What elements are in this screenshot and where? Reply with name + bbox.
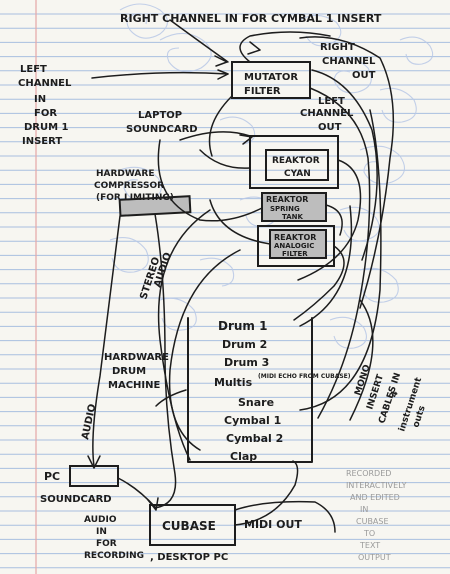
compressor-to-pc-audio xyxy=(92,215,121,467)
svg-text:IN: IN xyxy=(360,505,368,514)
reaktor-spring-label-3: TANK xyxy=(282,213,304,221)
ruled-lines xyxy=(0,13,450,569)
left-channel-label-1: LEFT xyxy=(20,64,47,75)
laptop-to-spring xyxy=(157,139,263,222)
cubase-label: CUBASE xyxy=(162,519,216,533)
drum-output-item: Drum 2 xyxy=(222,338,267,351)
svg-text:TO: TO xyxy=(363,529,375,538)
drum-output-item: Clap xyxy=(230,450,257,463)
mutator-label: MUTATOR xyxy=(244,72,298,83)
mutator-return-line xyxy=(239,31,331,63)
svg-text:TEXT: TEXT xyxy=(359,541,380,550)
right-channel-out-label-1: RIGHT xyxy=(320,42,355,53)
right-channel-out-label-3: OUT xyxy=(352,70,376,81)
hw-compressor-label-3: (FOR LIMITING) xyxy=(96,193,174,203)
audio-in-label-4: RECORDING xyxy=(84,551,144,561)
insert-cables-brace xyxy=(349,299,374,421)
drum-output-item: Snare xyxy=(238,396,274,409)
cymbal1-to-loop xyxy=(299,109,382,411)
drum-machine-outputs-box xyxy=(187,317,313,463)
drum-output-item: Drum 3 xyxy=(224,356,269,369)
right-channel-out-line xyxy=(311,69,378,261)
reaktor-analogic-label-2: ANALOGIC xyxy=(274,242,314,250)
mutator-filter-box xyxy=(231,61,311,99)
audio-in-label-3: FOR xyxy=(96,539,117,549)
top-loop-line xyxy=(299,36,395,309)
laptop-to-cyan-2 xyxy=(199,149,251,169)
left-channel-out-line xyxy=(309,87,371,419)
right-channel-in-label: RIGHT CHANNEL IN FOR CYMBAL 1 INSERT xyxy=(120,12,382,25)
filter-label: FILTER xyxy=(244,86,281,97)
reaktor-cyan-label-1: REAKTOR xyxy=(272,156,320,166)
reaktor-cyan-label-2: CYAN xyxy=(284,169,311,179)
audio-in-label-1: AUDIO xyxy=(84,515,117,525)
midi-echo-note: (MIDI ECHO FROM CUBASE) xyxy=(258,373,351,380)
laptop-label: LAPTOP xyxy=(138,110,182,121)
desktop-pc-label: , DESKTOP PC xyxy=(150,552,228,563)
hw-drum-label-3: MACHINE xyxy=(108,380,160,391)
drum-machine-pointer xyxy=(155,389,187,407)
laptop-to-cyan xyxy=(179,131,251,141)
drum-outputs-list: Drum 1 Drum 2 Drum 3 Multis Snare Cymbal… xyxy=(214,319,351,463)
laptop-to-analogic xyxy=(209,199,271,245)
drum-output-item: Multis xyxy=(214,376,253,389)
signal-lines xyxy=(87,19,395,533)
midi-out-label: MIDI OUT xyxy=(244,518,302,531)
left-channel-label-4: FOR xyxy=(34,108,57,119)
svg-text:OUTPUT: OUTPUT xyxy=(358,553,391,562)
left-channel-label-5: DRUM 1 xyxy=(24,122,69,133)
reaktor-analogic-label-1: REAKTOR xyxy=(274,233,316,242)
analogic-return xyxy=(293,245,345,321)
reaktor-cyan-box xyxy=(265,149,329,181)
audio-in-label-2: IN xyxy=(96,527,107,537)
soundcard-label: SOUNDCARD xyxy=(126,124,198,135)
reaktor-spring-tank-box xyxy=(261,192,327,222)
reaktor-spring-label-2: SPRING xyxy=(270,205,300,213)
drum1-to-loop xyxy=(299,205,353,327)
pc-label: PC xyxy=(44,470,60,483)
left-channel-out-label-3: OUT xyxy=(318,122,342,133)
node-labels: MUTATOR FILTER REAKTOR CYAN REAKTOR SPRI… xyxy=(162,72,320,533)
svg-text:RECORDED: RECORDED xyxy=(346,469,391,478)
mutator-down xyxy=(208,95,233,157)
drum-output-item: Cymbal 2 xyxy=(226,432,283,445)
reaktor-cyan-outer-box xyxy=(249,135,339,189)
svg-text:INTERACTIVELY: INTERACTIVELY xyxy=(346,481,407,490)
inner-left-loop xyxy=(168,249,241,451)
left-channel-label-6: INSERT xyxy=(22,136,62,147)
hw-drum-label-2: DRUM xyxy=(112,366,146,377)
cyan-return xyxy=(297,159,362,281)
hw-compressor-label-1: HARDWARE xyxy=(96,169,154,179)
svg-text:AND EDITED: AND EDITED xyxy=(350,493,400,502)
big-left-loop xyxy=(157,209,211,461)
midi-out-line-2 xyxy=(234,500,336,533)
left-channel-out-label-2: CHANNEL xyxy=(300,108,354,119)
reaktor-spring-label-1: REAKTOR xyxy=(266,195,308,204)
right-channel-in-arrow xyxy=(169,19,229,63)
mono-insert-label-4: 4 xyxy=(389,390,400,399)
soundcard-pc-label: SOUNDCARD xyxy=(40,494,112,505)
midi-out-line xyxy=(234,460,299,526)
left-channel-out-label-1: LEFT xyxy=(318,96,345,107)
left-channel-in-arrow xyxy=(91,71,229,79)
compressor-down xyxy=(154,213,177,509)
right-channel-out-label-2: CHANNEL xyxy=(322,56,376,67)
svg-text:CUBASE: CUBASE xyxy=(356,517,389,526)
hw-compressor-label-2: COMPRESSOR xyxy=(94,181,164,191)
drum-output-item: Cymbal 1 xyxy=(224,414,281,427)
background-doodles xyxy=(109,3,434,349)
pc-to-cubase xyxy=(117,477,157,509)
reaktor-analogic-filter-box xyxy=(269,229,327,259)
spring-return xyxy=(325,204,343,236)
drum-output-item: Drum 1 xyxy=(218,319,267,333)
left-channel-label-2: CHANNEL xyxy=(18,78,72,89)
reaktor-analogic-label-3: FILTER xyxy=(282,250,308,258)
faint-note: RECORDED INTERACTIVELY AND EDITED IN CUB… xyxy=(346,469,407,562)
hw-drum-label-1: HARDWARE xyxy=(104,352,169,363)
left-channel-label-3: IN xyxy=(34,94,46,105)
